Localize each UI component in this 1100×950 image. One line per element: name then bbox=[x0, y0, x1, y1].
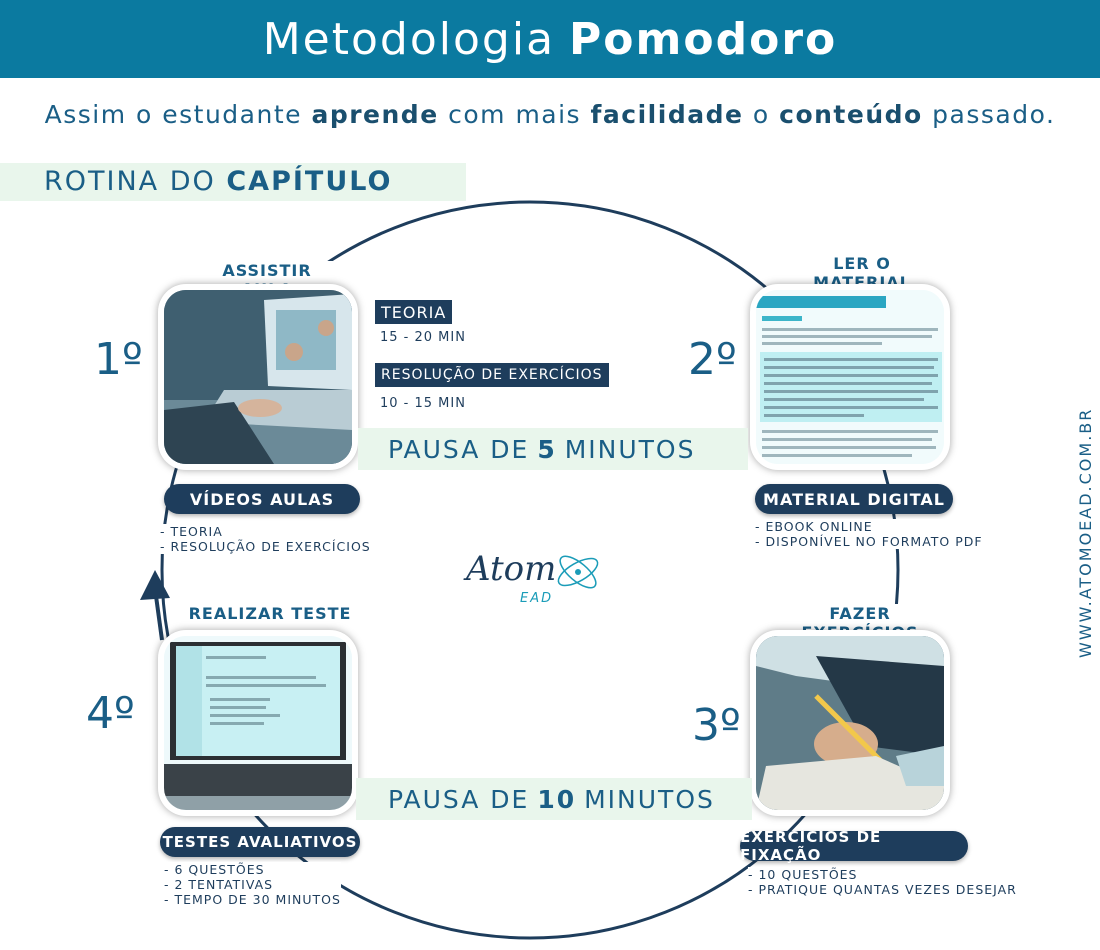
bullet-item: - RESOLUÇÃO DE EXERCÍCIOS bbox=[160, 539, 371, 554]
ebook-page-image bbox=[756, 290, 944, 464]
step-title-4: REALIZAR TESTE bbox=[184, 604, 356, 623]
document-icon bbox=[756, 290, 944, 464]
step-number-3: 3º bbox=[692, 700, 741, 751]
laptop-video-image bbox=[164, 290, 352, 464]
pausa-pre: PAUSA DE bbox=[388, 434, 530, 464]
logo-sub: EAD bbox=[520, 591, 553, 606]
step-number-4: 4º bbox=[86, 688, 135, 739]
exercicios-time: 10 - 15 MIN bbox=[380, 396, 466, 411]
header-title-light: Metodologia bbox=[262, 13, 556, 65]
teoria-tag: TEORIA bbox=[375, 300, 453, 324]
header-title-bold: Pomodoro bbox=[569, 13, 838, 65]
pausa-post: MINUTOS bbox=[584, 784, 715, 814]
atom-logo-icon: Atom EAD bbox=[463, 549, 599, 606]
logo-text: Atom bbox=[463, 549, 556, 589]
pill-videos-aulas: VÍDEOS AULAS bbox=[164, 484, 360, 514]
section-title: ROTINA DO CAPÍTULO bbox=[44, 166, 392, 197]
writing-hand-icon bbox=[756, 636, 944, 810]
bullet-item: - TEMPO DE 30 MINUTOS bbox=[164, 892, 341, 907]
subtitle-part: o bbox=[743, 100, 780, 129]
subtitle-part: Assim o estudante bbox=[44, 100, 312, 129]
laptop-screen-icon bbox=[164, 636, 352, 810]
section-title-light: ROTINA DO bbox=[44, 166, 216, 197]
step-number-2: 2º bbox=[688, 334, 737, 385]
bullet-item: - PRATIQUE QUANTAS VEZES DESEJAR bbox=[748, 882, 1017, 897]
arrow-shaft bbox=[154, 595, 164, 641]
page-header: Metodologia Pomodoro bbox=[0, 0, 1100, 78]
bullets-step-2: - EBOOK ONLINE - DISPONÍVEL NO FORMATO P… bbox=[755, 519, 983, 549]
photo-frame-3 bbox=[750, 630, 950, 816]
laptop-icon bbox=[164, 290, 352, 464]
rotina-band bbox=[0, 163, 466, 201]
page-subtitle: Assim o estudante aprende com mais facil… bbox=[0, 100, 1100, 129]
section-title-bold: CAPÍTULO bbox=[226, 166, 393, 197]
bullet-item: - EBOOK ONLINE bbox=[755, 519, 873, 534]
subtitle-part: passado. bbox=[922, 100, 1056, 129]
pill-material-digital: MATERIAL DIGITAL bbox=[755, 484, 953, 514]
pausa-5-banner: PAUSA DE 5 MINUTOS bbox=[358, 428, 748, 470]
bullet-item: - 2 TENTATIVAS bbox=[164, 877, 274, 892]
pill-testes-avaliativos: TESTES AVALIATIVOS bbox=[160, 827, 360, 857]
bullet-item: - 6 QUESTÕES bbox=[164, 862, 265, 877]
subtitle-bold: facilidade bbox=[590, 100, 744, 129]
photo-frame-2 bbox=[750, 284, 950, 470]
photo-frame-1 bbox=[158, 284, 358, 470]
bullet-item: - TEORIA bbox=[160, 524, 223, 539]
pausa-pre: PAUSA DE bbox=[388, 784, 530, 814]
website-url: WWW.ATOMOEAD.COM.BR bbox=[1076, 407, 1095, 658]
atom-ead-logo: Atom EAD bbox=[458, 540, 618, 610]
pausa-num: 10 bbox=[537, 784, 577, 814]
pausa-10-banner: PAUSA DE 10 MINUTOS bbox=[356, 778, 752, 820]
bullet-item: - 10 QUESTÕES bbox=[748, 867, 858, 882]
arrow-head bbox=[140, 570, 170, 600]
step-number-1: 1º bbox=[94, 334, 143, 385]
bullet-item: - DISPONÍVEL NO FORMATO PDF bbox=[755, 534, 983, 549]
laptop-test-image bbox=[164, 636, 352, 810]
pill-exercicios-fixacao: EXERCÍCIOS DE FIXAÇÃO bbox=[740, 828, 968, 864]
bullets-step-1: - TEORIA - RESOLUÇÃO DE EXERCÍCIOS bbox=[160, 524, 371, 554]
teoria-time: 15 - 20 MIN bbox=[380, 330, 466, 345]
subtitle-part: com mais bbox=[438, 100, 591, 129]
subtitle-bold: aprende bbox=[311, 100, 439, 129]
bullets-step-4: - 6 QUESTÕES - 2 TENTATIVAS - TEMPO DE 3… bbox=[164, 862, 341, 907]
subtitle-bold: conteúdo bbox=[779, 100, 923, 129]
exercicios-tag: RESOLUÇÃO DE EXERCÍCIOS bbox=[375, 363, 609, 387]
pausa-post: MINUTOS bbox=[564, 434, 696, 464]
writing-notebook-image bbox=[756, 636, 944, 810]
bullets-step-3: - 10 QUESTÕES - PRATIQUE QUANTAS VEZES D… bbox=[748, 867, 1017, 897]
photo-frame-4 bbox=[158, 630, 358, 816]
pausa-num: 5 bbox=[537, 434, 557, 464]
